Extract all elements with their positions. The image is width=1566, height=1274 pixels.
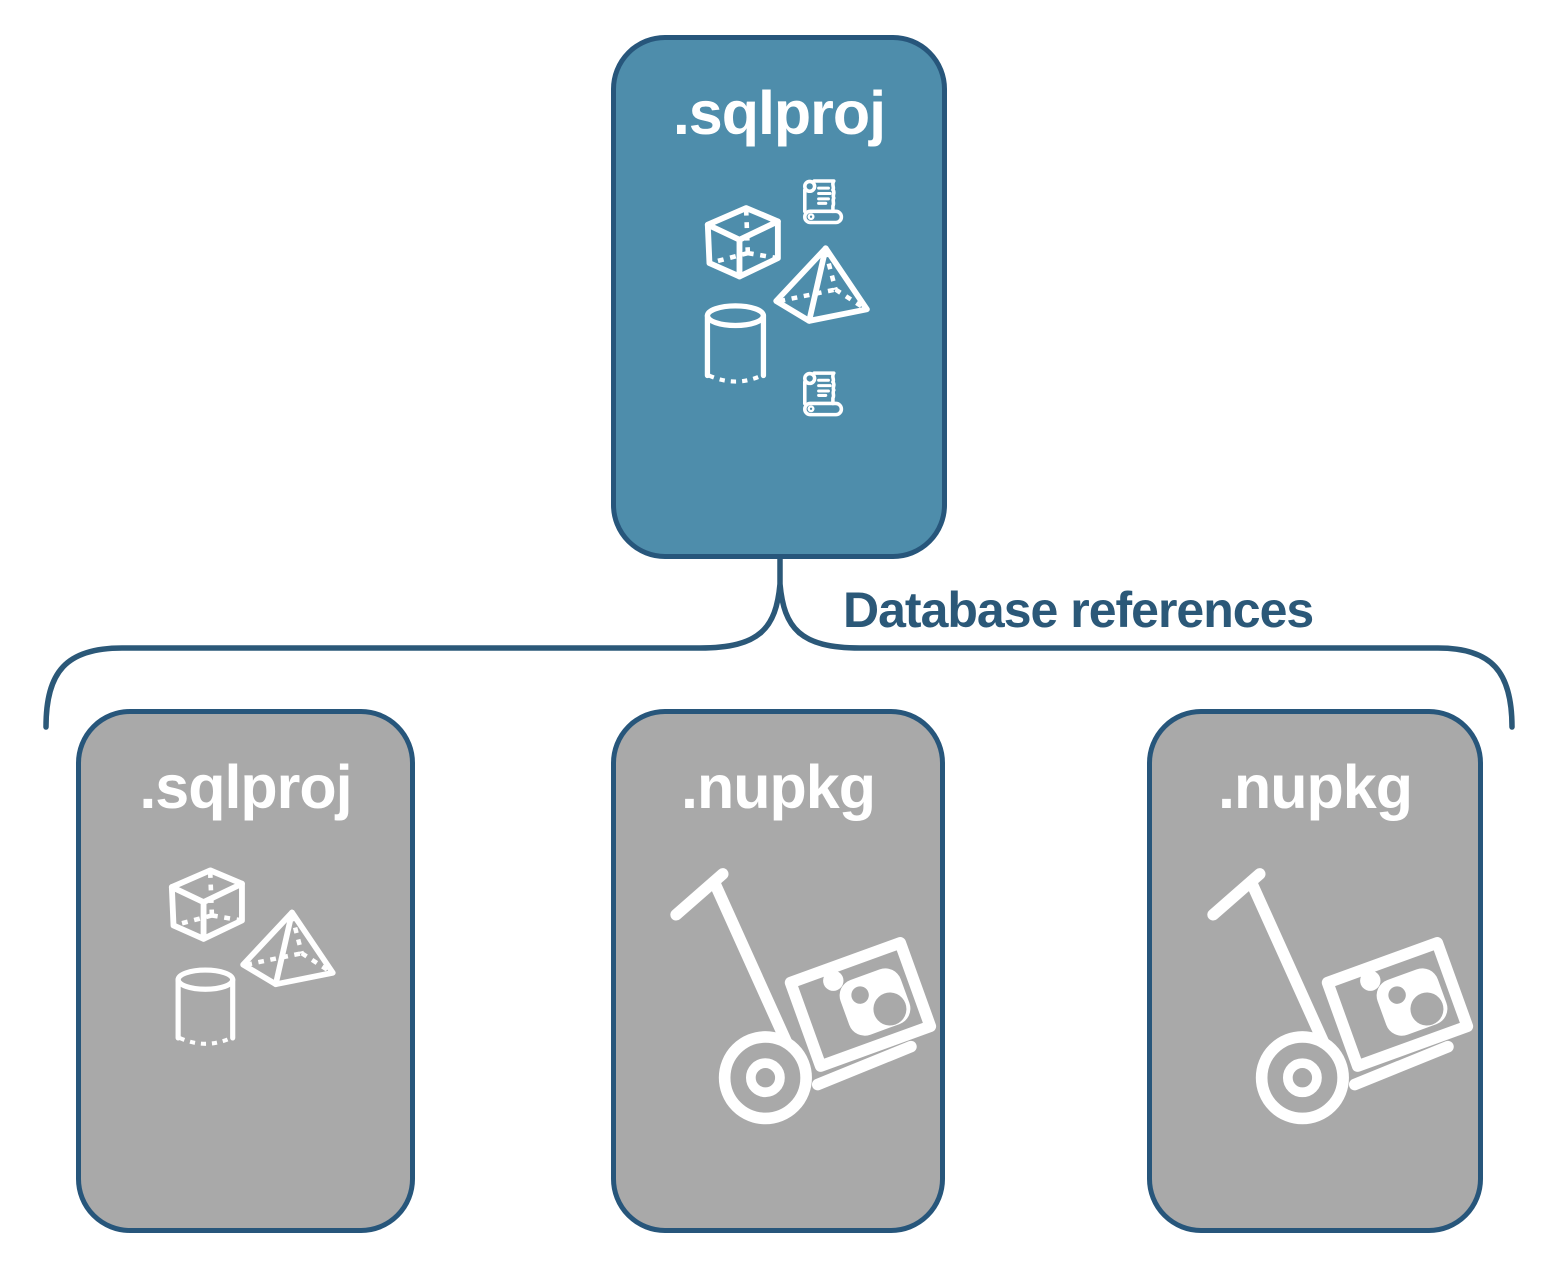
cube-icon — [172, 870, 242, 938]
pyramid-icon — [776, 248, 867, 321]
script-scroll-icon — [803, 371, 844, 417]
package-hand-truck-icon — [1152, 714, 1478, 1228]
database-cylinder-icon — [707, 306, 763, 382]
node-nupkg-child: .nupkg — [1147, 709, 1483, 1233]
package-hand-truck-icon — [616, 714, 940, 1228]
node-title: .sqlproj — [139, 753, 352, 821]
script-scroll-icon — [803, 179, 844, 225]
node-title: .nupkg — [1218, 753, 1413, 821]
node-title: .nupkg — [681, 753, 876, 821]
node-sqlproj-child: .sqlproj — [76, 709, 415, 1233]
node-nupkg-child: .nupkg — [611, 709, 945, 1233]
connector-label: Database references — [843, 582, 1314, 638]
sql-objects-icon-group — [616, 179, 942, 417]
sql-objects-icon-group — [81, 714, 410, 1228]
cube-icon — [708, 208, 778, 276]
node-sqlproj-root: .sqlproj — [611, 35, 947, 559]
node-title: .sqlproj — [672, 79, 886, 147]
pyramid-icon — [243, 912, 333, 984]
database-cylinder-icon — [178, 970, 233, 1044]
